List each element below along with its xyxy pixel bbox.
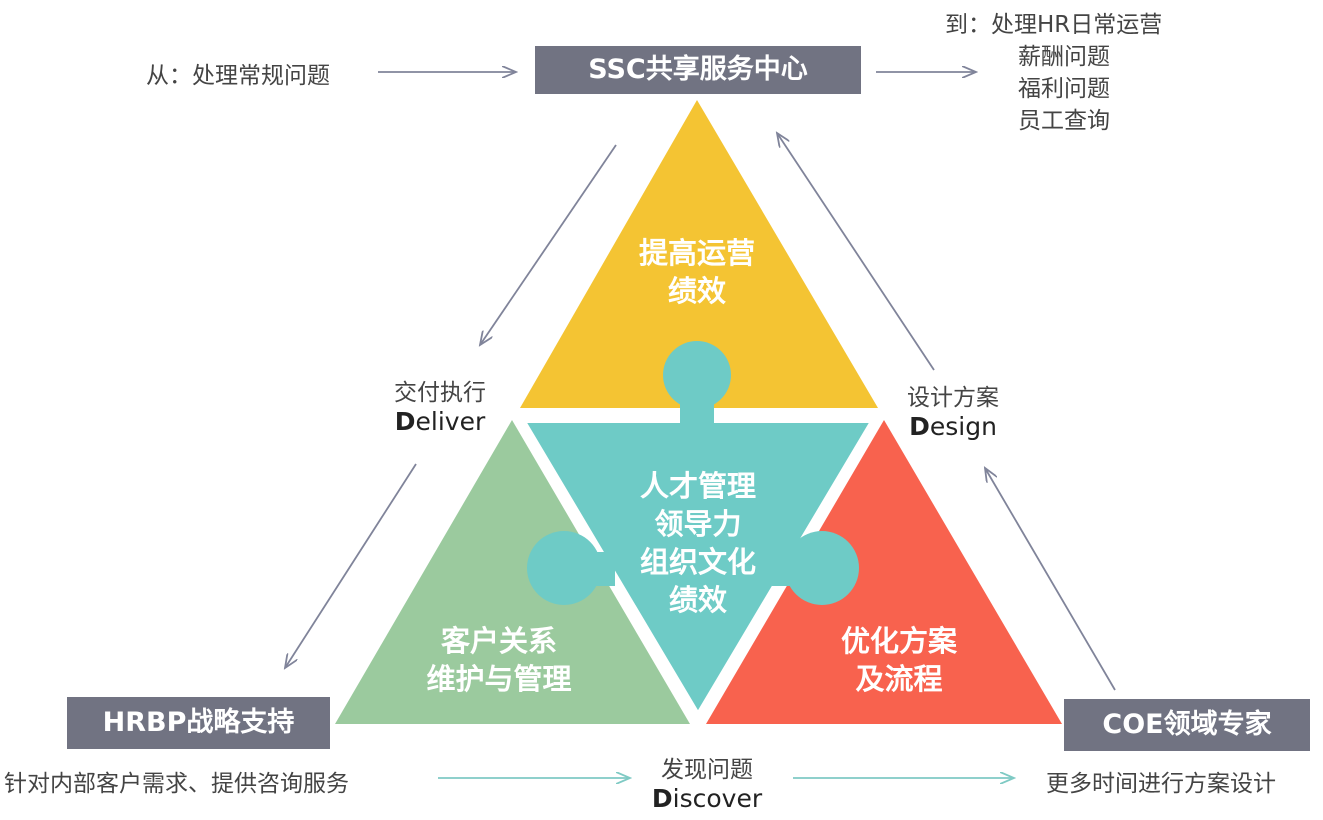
coe-title: COE领域专家 <box>1102 709 1272 740</box>
right-piece <box>706 420 1062 724</box>
arrow-deliver-to-hrbp <box>285 463 417 668</box>
ssc-to-title: 到：处理HR日常运营 <box>945 12 1163 38</box>
deliver-label: 交付执行 Deliver <box>370 373 510 436</box>
discover-cn: 发现问题 <box>661 757 753 783</box>
ssc-box: SSC共享服务中心 <box>535 46 861 94</box>
ssc-to-item: 福利问题 <box>1018 76 1110 102</box>
coe-box: COE领域专家 <box>1064 699 1310 751</box>
design-cn: 设计方案 <box>907 385 999 411</box>
ssc-from-label: 从：处理常规问题 <box>146 63 330 89</box>
left-piece <box>335 420 690 724</box>
design-en: Design <box>909 412 997 441</box>
discover-en: Discover <box>651 784 763 813</box>
ssc-to-item: 员工查询 <box>1018 108 1110 134</box>
design-label: 设计方案 Design <box>880 378 1026 441</box>
ssc-to-item: 薪酬问题 <box>1018 44 1110 70</box>
arrow-coe-to-design <box>985 468 1116 691</box>
center-piece-text: 人才管理 领导力 组织文化 绩效 <box>639 469 756 617</box>
hrbp-box: HRBP战略支持 <box>67 697 330 749</box>
center-piece <box>519 341 877 719</box>
ssc-title: SSC共享服务中心 <box>588 54 808 85</box>
deliver-en: Deliver <box>394 407 486 436</box>
left-piece-text: 客户关系 维护与管理 <box>426 624 572 696</box>
discover-label: 发现问题 Discover <box>632 750 782 813</box>
arrow-ssc-to-deliver <box>480 144 617 345</box>
top-piece-text: 提高运营 绩效 <box>638 236 755 308</box>
hrbp-desc: 针对内部客户需求、提供咨询服务 <box>4 771 349 797</box>
right-piece-text: 优化方案 及流程 <box>840 624 957 696</box>
coe-desc: 更多时间进行方案设计 <box>1046 771 1276 797</box>
hrbp-title: HRBP战略支持 <box>102 707 295 738</box>
deliver-cn: 交付执行 <box>394 380 486 406</box>
arrow-design-to-ssc <box>777 133 935 371</box>
top-piece <box>520 100 878 408</box>
